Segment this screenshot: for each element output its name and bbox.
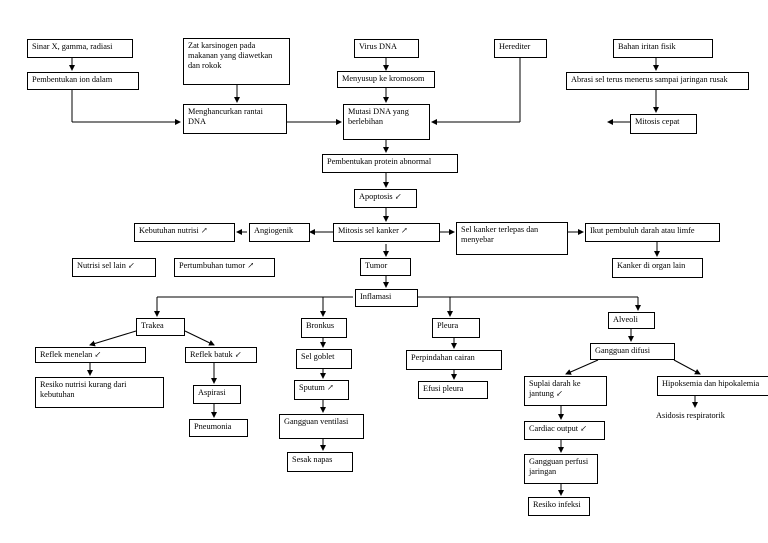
node-sinar: Sinar X, gamma, radiasi <box>27 39 133 58</box>
node-reflek-menelan: Reflek menelan ↙ <box>35 347 146 363</box>
node-hipoksemia: Hipoksemia dan hipokalemia <box>657 376 768 396</box>
node-virus: Virus DNA <box>354 39 419 58</box>
node-inflamasi: Inflamasi <box>355 289 418 307</box>
node-asidosis: Asidosis respiratorik <box>656 411 725 420</box>
edge <box>673 359 701 375</box>
node-tumor: Tumor <box>360 258 411 276</box>
node-mutasi: Mutasi DNA yang berlebihan <box>343 104 430 140</box>
node-abrasi: Abrasi sel terus menerus sampai jaringan… <box>566 72 749 90</box>
node-menyusup: Menyusup ke kromosom <box>337 71 435 88</box>
node-sel-goblet: Sel goblet <box>296 349 352 369</box>
node-mitosis-cepat: Mitosis cepat <box>630 114 697 134</box>
node-efusi: Efusi pleura <box>418 381 488 399</box>
node-resiko-nutrisi: Resiko nutrisi kurang dari kebutuhan <box>35 377 164 408</box>
node-pleura: Pleura <box>432 318 480 338</box>
node-ion: Pembentukan ion dalam <box>27 72 139 90</box>
node-alveoli: Alveoli <box>608 312 655 329</box>
edge <box>565 359 599 375</box>
node-nutrisi-lain: Nutrisi sel lain ↙ <box>72 258 156 277</box>
node-bronkus: Bronkus <box>301 318 347 338</box>
node-bahan: Bahan iritan fisik <box>613 39 713 58</box>
node-perfusi: Gangguan perfusi jaringan <box>524 454 598 484</box>
node-sputum: Sputum ↗ <box>294 380 349 400</box>
node-menghancurkan: Menghancurkan rantai DNA <box>183 104 287 134</box>
node-terlepas: Sel kanker terlepas dan menyebar <box>456 222 568 255</box>
node-herediter: Herediter <box>494 39 547 58</box>
node-aspirasi: Aspirasi <box>193 385 241 404</box>
node-reflek-batuk: Reflek batuk ↙ <box>185 347 257 363</box>
node-protein: Pembentukan protein abnormal <box>322 154 458 173</box>
node-pertumbuhan: Pertumbuhan tumor ↗ <box>174 258 275 277</box>
node-sesak: Sesak napas <box>287 452 353 472</box>
node-organ-lain: Kanker di organ lain <box>612 258 703 278</box>
node-cardiac: Cardiac output ↙ <box>524 421 605 440</box>
node-resiko-infeksi: Resiko infeksi <box>528 497 590 516</box>
node-suplai: Suplai darah ke jantung ↙ <box>524 376 607 406</box>
node-perpindahan: Perpindahan cairan <box>406 350 502 370</box>
node-gangguan-ventilasi: Gangguan ventilasi <box>279 414 364 439</box>
edge <box>184 330 215 346</box>
node-zat: Zat karsinogen pada makanan yang diawetk… <box>183 38 290 85</box>
node-pembuluh: Ikut pembuluh darah atau limfe <box>585 223 720 242</box>
node-mitosis-kanker: Mitosis sel kanker ↗ <box>333 223 440 242</box>
node-gangguan-difusi: Gangguan difusi <box>590 343 675 360</box>
node-pneumonia: Pneumonia <box>189 419 248 437</box>
node-trakea: Trakea <box>136 318 185 336</box>
edge <box>89 330 137 347</box>
node-kebutuhan: Kebutuhan nutrisi ↗ <box>134 223 235 242</box>
node-angiogenik: Angiogenik <box>249 223 310 242</box>
node-apoptosis: Apoptosis ↙ <box>354 189 417 208</box>
